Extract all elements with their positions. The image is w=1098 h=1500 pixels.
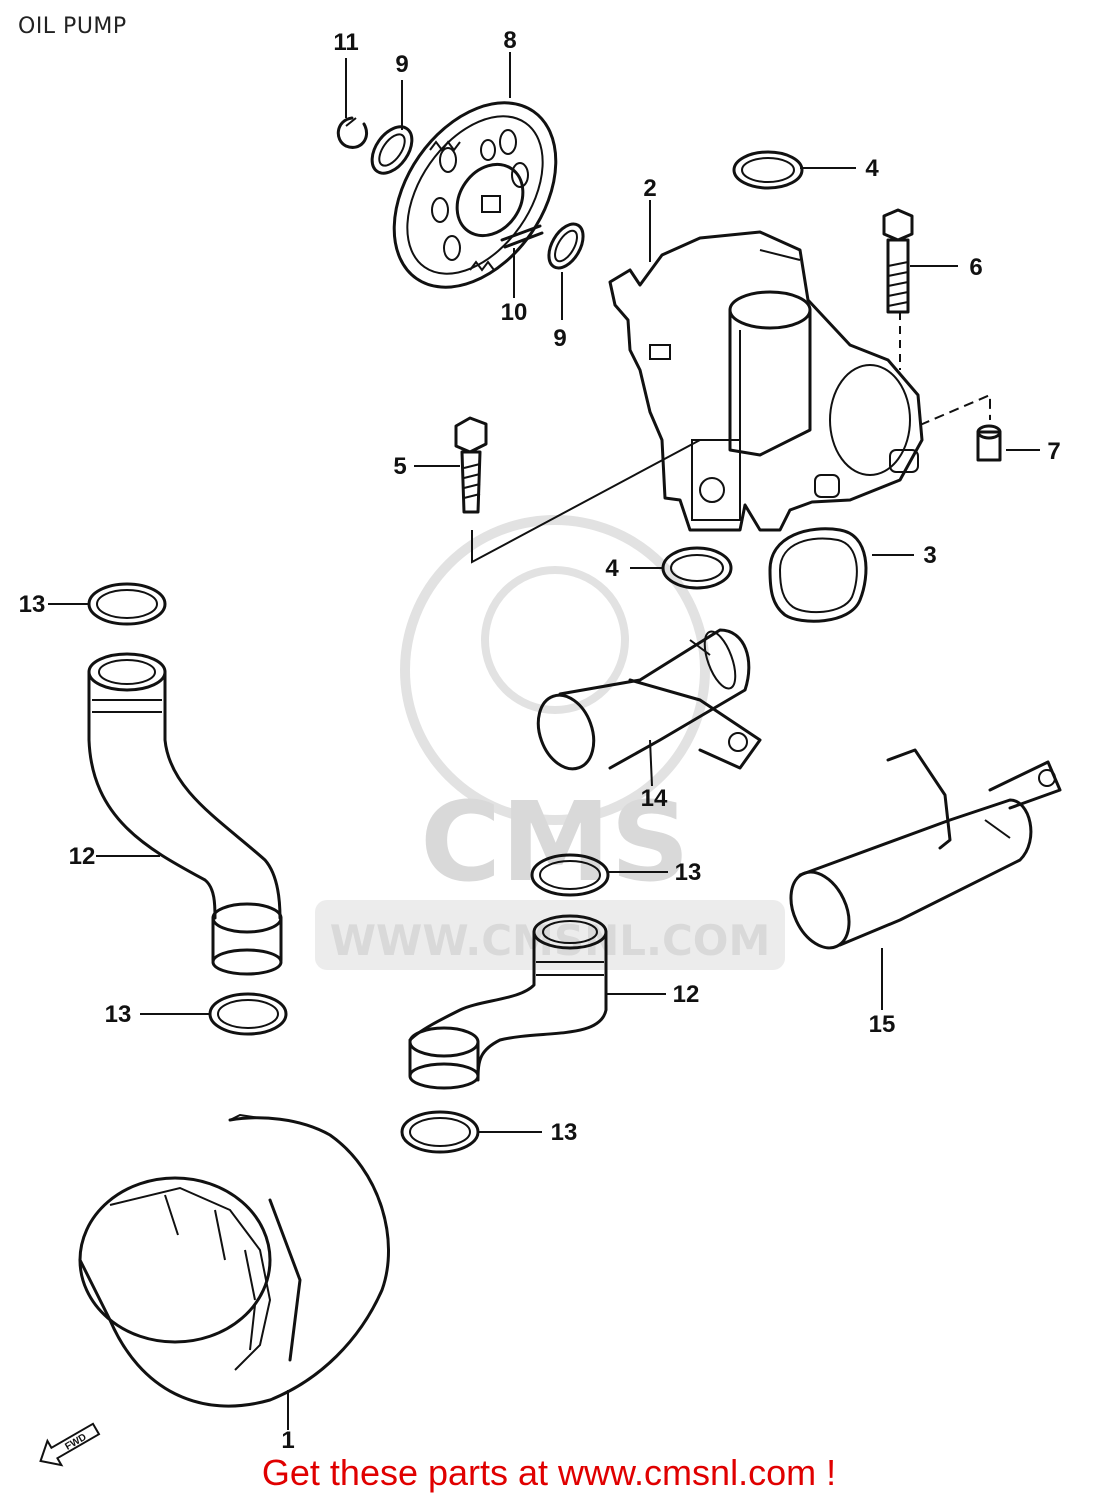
callout-8: 8 — [503, 27, 516, 54]
callout-4-lower: 4 — [605, 555, 619, 582]
callout-13-d: 13 — [551, 1119, 578, 1146]
part-9-washer-lower — [547, 222, 585, 270]
callout-10: 10 — [501, 299, 528, 326]
watermark-url: WWW.CMSNL.COM — [330, 916, 771, 965]
part-1-oil-filter — [78, 1113, 390, 1408]
part-13-oring-1 — [87, 582, 167, 626]
part-6-bolt — [882, 208, 914, 314]
part-8-driven-gear — [392, 101, 558, 289]
callout-13-b: 13 — [675, 859, 702, 886]
part-12-pipe-left — [87, 652, 283, 976]
callout-3: 3 — [923, 542, 936, 569]
callout-9-lower: 9 — [553, 325, 566, 352]
leader-lines — [48, 52, 1040, 1430]
callout-13-c: 13 — [105, 1001, 132, 1028]
callout-11: 11 — [333, 29, 358, 56]
part-4-oring-lower — [661, 546, 733, 590]
callout-7: 7 — [1047, 438, 1060, 465]
callout-15: 15 — [869, 1011, 896, 1038]
callout-6: 6 — [969, 254, 982, 281]
callout-5: 5 — [393, 453, 406, 480]
part-12-pipe-right — [408, 914, 608, 1090]
callout-1: 1 — [281, 1427, 294, 1454]
part-3-oring-oval — [768, 527, 868, 623]
part-9-washer-upper — [370, 125, 414, 175]
callout-4-upper: 4 — [865, 155, 879, 182]
part-15-pipe-bracket — [789, 748, 1062, 950]
part-4-oring-upper — [732, 150, 804, 190]
fwd-label: FWD — [63, 1432, 88, 1453]
watermark: CMS WWW.CMSNL.COM — [315, 515, 785, 970]
part-2-pump-body — [608, 230, 924, 532]
part-5-bolt — [454, 416, 488, 514]
callout-12-b: 12 — [673, 981, 700, 1008]
page-title: OIL PUMP — [18, 14, 127, 39]
watermark-logo: CMS — [420, 778, 689, 906]
callout-12-a: 12 — [69, 843, 96, 870]
callout-14: 14 — [641, 785, 668, 812]
part-11-circlip — [336, 116, 369, 149]
callout-13-a: 13 — [19, 591, 46, 618]
callout-2: 2 — [643, 175, 656, 202]
part-10-pin — [500, 224, 544, 249]
part-14-pipe-bracket — [536, 628, 762, 771]
part-13-oring-2 — [530, 853, 610, 897]
footer-promo-text: Get these parts at www.cmsnl.com ! — [261, 1452, 837, 1493]
callout-9-upper: 9 — [395, 51, 408, 78]
part-7-dowel-pin — [976, 424, 1002, 462]
